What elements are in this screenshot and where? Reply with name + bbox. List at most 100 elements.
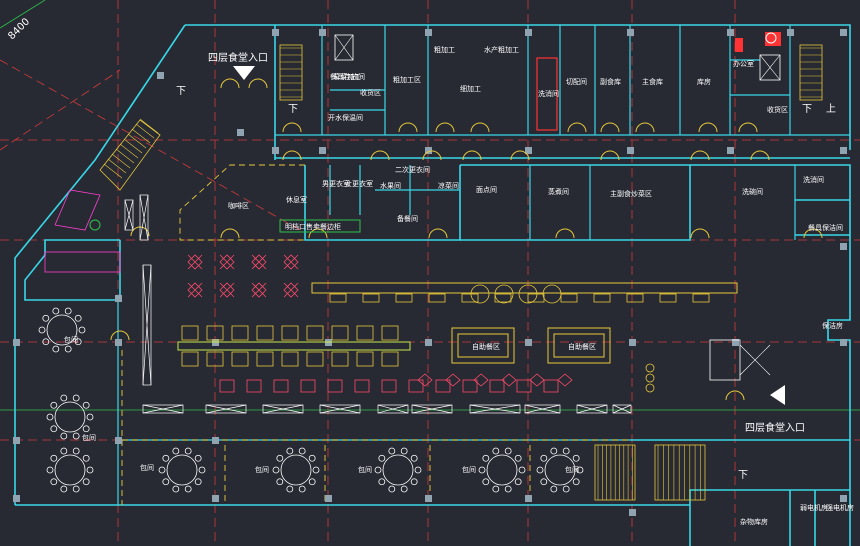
counter-stool <box>692 293 710 303</box>
planter <box>124 199 134 231</box>
dining-table <box>181 325 199 341</box>
round-table-chair <box>410 478 418 486</box>
room-label-r12: 收货区 <box>767 105 788 114</box>
column <box>727 29 734 36</box>
planter-hatch <box>411 404 453 414</box>
column <box>627 147 634 154</box>
round-table-chair <box>276 454 284 462</box>
column <box>272 29 279 36</box>
column <box>840 495 847 502</box>
door-swing <box>600 150 620 161</box>
round-table-chair <box>400 447 408 455</box>
stair-down-label: 下 <box>176 86 186 97</box>
round-table-chair <box>64 307 72 315</box>
round-table-chair <box>158 466 166 474</box>
round-table-chair <box>400 485 408 493</box>
stair-treads <box>103 47 822 500</box>
round-table-chair <box>184 485 192 493</box>
door-swing <box>698 122 718 133</box>
dining-chair-set <box>529 373 545 387</box>
stair-tread <box>115 148 135 164</box>
stairs <box>99 44 823 501</box>
room-label-r9: 主食库 <box>642 77 663 86</box>
door-swing <box>555 228 575 239</box>
booth-label: 包间 <box>255 465 269 474</box>
round-table-chair <box>388 447 396 455</box>
round-table-chair <box>550 447 558 455</box>
column <box>13 437 20 444</box>
door-swing <box>690 228 710 239</box>
counter-stool <box>593 293 611 303</box>
counter-stool <box>428 293 446 303</box>
door-swing <box>600 122 620 133</box>
room-label-r31: 保洁房 <box>822 321 843 330</box>
dining-table <box>381 325 399 341</box>
planters <box>124 194 632 414</box>
dining-table <box>231 351 249 367</box>
round-table <box>54 401 86 433</box>
dining-table <box>256 325 274 341</box>
round-table-chair <box>518 466 526 474</box>
counter-stool <box>626 293 644 303</box>
dining-table <box>356 325 374 341</box>
column <box>212 495 219 502</box>
dining-chair-set <box>219 254 235 270</box>
counter-stool <box>659 293 677 303</box>
round-table <box>46 314 78 346</box>
round-table-chair <box>482 478 490 486</box>
round-table-chair <box>504 485 512 493</box>
round-table-chair <box>82 425 90 433</box>
dining-chair-set <box>327 379 343 393</box>
round-table-chair <box>298 485 306 493</box>
counter-chair <box>494 284 514 304</box>
column <box>13 495 20 502</box>
counter-chair <box>542 284 562 304</box>
planter-hatch <box>142 404 184 414</box>
round-table-chair <box>38 326 46 334</box>
counter-stools <box>329 284 710 304</box>
service-counter <box>177 219 738 364</box>
room-label-r11: 办公室 <box>733 59 754 68</box>
round-table-chair <box>42 314 50 322</box>
room-label-r15: 收货区 <box>360 88 381 97</box>
round-table-chair <box>482 454 490 462</box>
planter-hatch <box>319 404 361 414</box>
room-label-r10: 库房 <box>697 77 711 86</box>
dimension-text: 8400 <box>6 16 32 42</box>
round-table-chair <box>276 478 284 486</box>
room-label-r8: 副食库 <box>600 77 621 86</box>
round-table-chair <box>78 326 86 334</box>
room-label-r22: 凉菜间 <box>438 181 459 190</box>
door-swing <box>750 150 770 161</box>
round-table-chair <box>82 454 90 462</box>
column <box>727 147 734 154</box>
room-label-r29: 备餐间 <box>397 214 418 223</box>
dining-table <box>645 373 655 383</box>
kitchen-partitions <box>117 25 850 505</box>
dining-chair-set <box>501 373 517 387</box>
room-label-r36: 强电机房 <box>826 503 854 512</box>
planter-hatch <box>576 404 608 414</box>
round-table-chair <box>74 338 82 346</box>
round-table-chair <box>82 401 90 409</box>
round-table-chair <box>572 454 580 462</box>
dining-chairs <box>187 254 573 393</box>
entrance-label-right: 四层食堂入口 <box>745 421 805 434</box>
round-table-chair <box>60 447 68 455</box>
counter-chair <box>518 284 538 304</box>
door-swing <box>248 78 268 89</box>
round-table-chair <box>272 466 280 474</box>
column <box>115 295 122 302</box>
dining-chair-set <box>516 379 532 393</box>
planter <box>612 404 632 414</box>
room-label-r13: 餐具存放间 <box>330 72 365 81</box>
round-table-chair <box>198 466 206 474</box>
round-table-chair <box>378 478 386 486</box>
column <box>319 29 326 36</box>
room-label-r1: 粗加工 <box>434 45 455 54</box>
round-table <box>280 454 312 486</box>
round-table-chair <box>86 466 94 474</box>
round-table <box>54 454 86 486</box>
